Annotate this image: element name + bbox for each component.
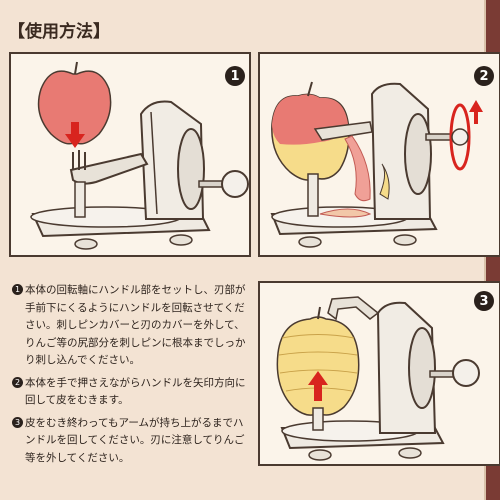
instruction-2-text: 本体を手で押さえながらハンドルを矢印方向に回して皮をむきます。 (25, 376, 246, 407)
bullet-2: 2 (12, 376, 23, 388)
step-2-panel: 2 (258, 52, 500, 257)
step-1-panel: 1 (9, 52, 251, 257)
step-number-2: 2 (474, 66, 494, 86)
bullet-1: 1 (12, 284, 23, 295)
page-title: 【使用方法】 (8, 22, 110, 42)
step-number-1: 1 (225, 66, 245, 86)
step-number-3: 3 (474, 291, 494, 311)
instruction-1-text: 本体の回転軸にハンドル部をセットし、刃部が手前下にくるようにハンドルを回転させて… (25, 284, 246, 366)
step-1-illustration (30, 61, 249, 250)
step-2-illustration (270, 81, 483, 248)
step-3-illustration (276, 296, 480, 461)
instruction-3-text: 皮をむき終わってもアームが持ち上がるまでハンドルを回してください。刃に注意してり… (25, 416, 245, 464)
bullet-3: 3 (12, 416, 23, 428)
step-3-panel: 3 (258, 281, 500, 466)
